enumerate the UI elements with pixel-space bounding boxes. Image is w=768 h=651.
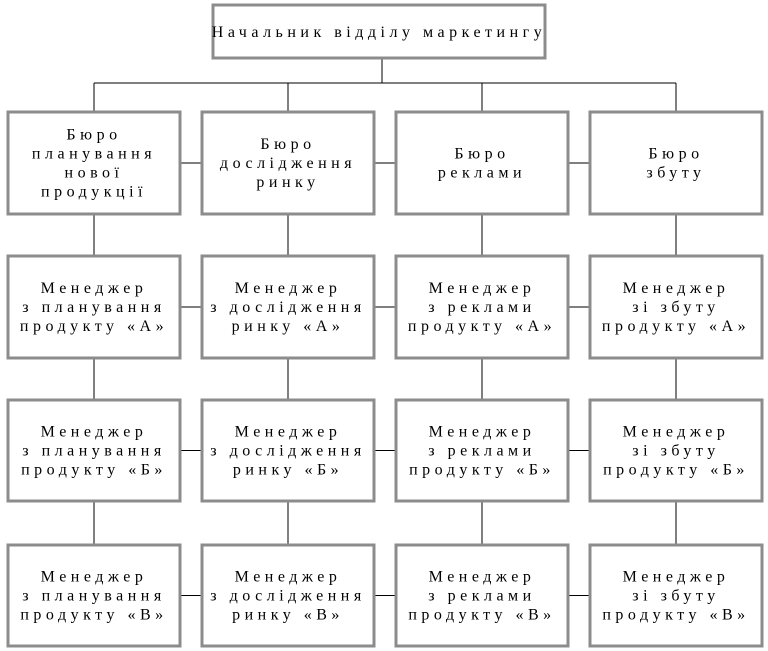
bureau-node-label-line: продукції — [41, 184, 147, 201]
manager-node-label-line: Менеджер — [429, 280, 536, 297]
bureau-node-label-line: Бюро — [260, 136, 315, 153]
manager-node-label-line: продукту «А» — [602, 318, 750, 335]
head-node-box — [211, 3, 547, 60]
manager-node-label-line: Менеджер — [429, 424, 536, 441]
manager-node-label-line: Менеджер — [429, 569, 536, 586]
manager-node-label-line: з дослідження — [210, 299, 365, 316]
bureau-node-box — [200, 110, 376, 216]
bureau-node-box — [6, 110, 182, 216]
manager-node: Менеджер зі збуту продукту «Б» — [588, 398, 764, 503]
manager-node-label-line: Менеджер — [235, 424, 342, 441]
manager-node-label-line: Менеджер — [623, 424, 730, 441]
manager-node-label-line: Менеджер — [623, 569, 730, 586]
manager-node-label-line: продукту «В» — [602, 607, 749, 624]
bureau-node: Бюро планування нової продукції — [6, 110, 182, 216]
manager-node-box — [200, 254, 376, 360]
manager-node-label-line: продукту «А» — [20, 318, 168, 335]
manager-node-label-line: продукту «В» — [20, 607, 167, 624]
bureau-node: Бюро збуту — [588, 110, 764, 216]
manager-node-box — [394, 543, 570, 648]
manager-node-label-line: зі збуту — [632, 443, 719, 460]
manager-node-label-line: з планування — [22, 588, 165, 605]
bureau-node-label-line: збуту — [646, 165, 705, 182]
manager-node-box — [588, 543, 764, 648]
manager-node-label-line: з реклами — [428, 299, 535, 316]
manager-node-box — [6, 254, 182, 360]
manager-node-label-line: ринку «А» — [232, 318, 345, 335]
manager-node-label-line: ринку «Б» — [233, 462, 343, 479]
bureau-node-label-line: Бюро — [66, 127, 121, 144]
head-node-label: Начальник відділу маркетингу — [212, 24, 546, 41]
manager-node-label-line: ринку «В» — [232, 607, 344, 624]
manager-node-box — [200, 543, 376, 648]
manager-node-label-line: з реклами — [428, 588, 535, 605]
manager-node-label-line: зі збуту — [632, 299, 719, 316]
manager-node-box — [588, 398, 764, 503]
manager-node-label-line: з реклами — [428, 443, 535, 460]
manager-node: Менеджер з дослідження ринку «А» — [200, 254, 376, 360]
manager-node: Менеджер з дослідження ринку «В» — [200, 543, 376, 648]
manager-node: Менеджер зі збуту продукту «А» — [588, 254, 764, 360]
bureau-node-box — [588, 110, 764, 216]
manager-node: Менеджер з планування продукту «В» — [6, 543, 182, 648]
bureau-node: Бюро реклами — [394, 110, 570, 216]
manager-node-box — [6, 543, 182, 648]
manager-node-box — [394, 398, 570, 503]
manager-node: Менеджер зі збуту продукту «В» — [588, 543, 764, 648]
bureau-node-box — [394, 110, 570, 216]
bureau-node-label-line: Бюро — [454, 146, 509, 163]
manager-node-label-line: продукту «Б» — [603, 462, 749, 479]
manager-node-box — [588, 254, 764, 360]
manager-node-label-line: з планування — [22, 443, 165, 460]
manager-node: Менеджер з реклами продукту «А» — [394, 254, 570, 360]
manager-node-label-line: продукту «Б» — [21, 462, 167, 479]
manager-node: Менеджер з реклами продукту «В» — [394, 543, 570, 648]
bureau-node-label-line: дослідження — [220, 155, 356, 172]
manager-node-label-line: з дослідження — [210, 443, 365, 460]
manager-node: Менеджер з реклами продукту «Б» — [394, 398, 570, 503]
manager-node-box — [200, 398, 376, 503]
manager-node-label-line: Менеджер — [235, 280, 342, 297]
connector-lines — [93, 58, 677, 596]
manager-node-box — [6, 398, 182, 503]
bureau-node-label-line: нової — [65, 165, 124, 182]
bureau-node-label-line: реклами — [438, 165, 526, 182]
manager-node: Менеджер з планування продукту «Б» — [6, 398, 182, 503]
manager-node-label-line: з дослідження — [210, 588, 365, 605]
manager-node-label-line: Менеджер — [41, 424, 148, 441]
manager-node-label-line: Менеджер — [235, 569, 342, 586]
bureau-node: Бюро дослідження ринку — [200, 110, 376, 216]
manager-node-label-line: Менеджер — [41, 569, 148, 586]
bureau-node-label-line: планування — [32, 146, 156, 163]
head-node: Начальник відділу маркетингу — [211, 3, 547, 60]
manager-node: Менеджер з дослідження ринку «Б» — [200, 398, 376, 503]
manager-node: Менеджер з планування продукту «А» — [6, 254, 182, 360]
manager-node-label-line: Менеджер — [623, 280, 730, 297]
manager-node-box — [394, 254, 570, 360]
manager-node-label-line: продукту «Б» — [409, 462, 555, 479]
manager-node-label-line: Менеджер — [41, 280, 148, 297]
bureau-node-label-line: Бюро — [648, 146, 703, 163]
manager-node-label-line: продукту «В» — [408, 607, 555, 624]
manager-node-label-line: з планування — [22, 299, 165, 316]
manager-node-label-line: продукту «А» — [408, 318, 556, 335]
manager-node-label-line: зі збуту — [632, 588, 719, 605]
bureau-node-label-line: ринку — [256, 174, 319, 191]
